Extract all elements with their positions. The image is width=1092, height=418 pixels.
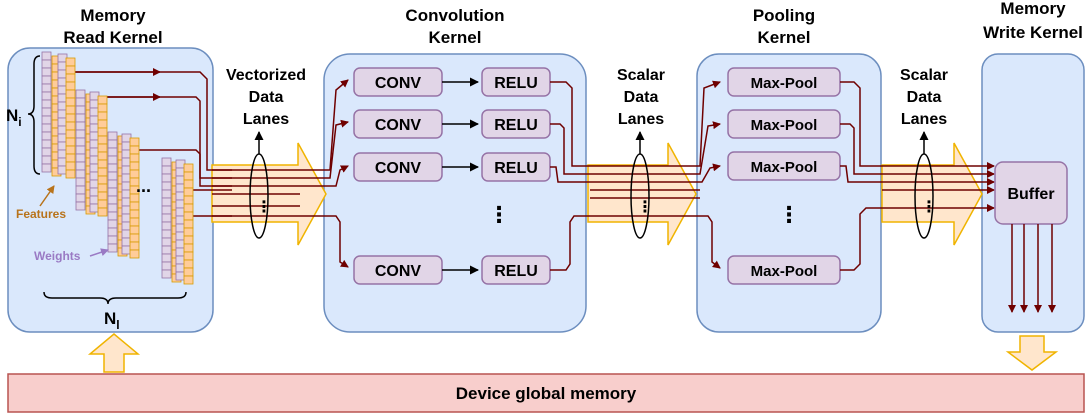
memory-read-title-line1: Memory [80,6,146,25]
relu-block-label: RELU [494,117,538,134]
feature-column [183,163,194,285]
conv-rows: CONV RELU CONV RELU CONV RELU CONV RELU [353,67,551,285]
maxpool-label: Max-Pool [751,159,818,176]
weight-column [75,89,86,211]
weight-column [57,53,68,175]
scalar-lane-dots-2: ⋮ [921,199,937,216]
relu-block-label: RELU [494,263,538,280]
conv-block-label: CONV [375,263,422,280]
conv-to-pool-wires [550,80,721,271]
conv-block-label: CONV [375,117,422,134]
convolution-title-line2: Kernel [429,28,482,47]
pool-to-buffer-wires [840,81,995,271]
features-pointer [39,185,55,207]
weights-pointer [89,248,109,257]
convolution-title-line1: Convolution [405,6,504,25]
feature-column [129,137,140,259]
memory-read-title-line2: Read Kernel [63,28,162,47]
maxpool-label: Max-Pool [751,117,818,134]
scalar-lane-arrow-1 [587,142,697,246]
read-to-conv-wires [68,68,349,268]
buffer-label: Buffer [1007,186,1054,203]
vectorized-label-2: Data [249,89,284,106]
vectorized-lane-dots: ⋮ [256,199,272,216]
scalar1-label-3: Lanes [618,111,664,128]
device-global-memory-bar [7,373,1085,413]
feature-column [65,57,76,179]
weight-column [175,159,186,281]
weight-column [41,51,52,173]
weight-column [89,91,100,213]
conv-row: CONV RELU [353,109,551,139]
ni-label: Ni [6,106,22,129]
ni-brace [27,55,41,175]
device-global-memory-label: Device global memory [456,384,637,403]
features-label: Features [16,207,66,221]
weight-column [161,157,172,279]
scalar1-label-1: Scalar [617,67,665,84]
feature-weight-stacks [41,51,194,285]
conv-row: CONV RELU [353,67,551,97]
global-memory-input-arrow [87,333,141,373]
relu-block-label: RELU [494,75,538,92]
conv-block-label: CONV [375,160,422,177]
memory-write-title-line2: Write Kernel [983,23,1083,42]
vectorized-label-1: Vectorized [226,67,306,84]
conv-row: CONV RELU [353,255,551,285]
scalar-lane-dots-1: ⋮ [637,199,653,216]
maxpool-label: Max-Pool [751,263,818,280]
scalar2-label-3: Lanes [901,111,947,128]
relu-block-label: RELU [494,160,538,177]
maxpool-label: Max-Pool [751,75,818,92]
scalar2-label-1: Scalar [900,67,948,84]
pool-rows-ellipsis: ⋮ [778,202,800,227]
memory-write-title-line1: Memory [1000,0,1066,18]
scalar-lane-arrow-2 [881,142,983,246]
global-memory-output-arrow [1005,335,1059,371]
nl-label: Nl [104,309,120,332]
conv-block-label: CONV [375,75,422,92]
feature-column [97,95,108,217]
stacks-ellipsis: ... [136,176,151,196]
lane-annotations [249,131,934,239]
scalar1-label-2: Data [624,89,659,106]
scalar2-label-2: Data [907,89,942,106]
weight-column [107,131,118,253]
vectorized-label-3: Lanes [243,111,289,128]
buffer-box [994,161,1068,225]
nl-brace [43,291,187,305]
pooling-title-line2: Kernel [758,28,811,47]
buffer-output-arrows [1008,224,1056,313]
conv-row: CONV RELU [353,152,551,182]
weights-label: Weights [34,249,81,263]
conv-rows-ellipsis: ⋮ [488,202,510,227]
pooling-title-line1: Pooling [753,6,815,25]
